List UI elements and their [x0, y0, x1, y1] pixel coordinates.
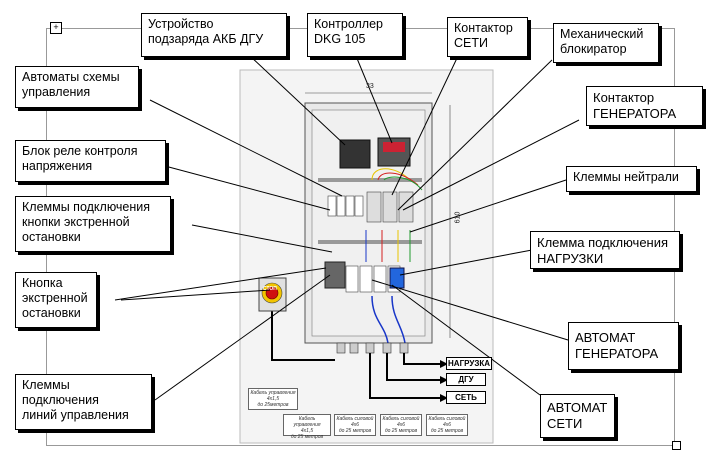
din-rail-middle	[318, 240, 422, 244]
move-handle-icon[interactable]: +	[50, 22, 62, 34]
left-terminal-strip	[324, 261, 346, 289]
internal-wiring	[365, 168, 423, 344]
output-load-box: НАГРУЗКА	[446, 357, 492, 370]
cable-label-power-1: Кабель силовой 4х6 до 25 метров	[334, 414, 376, 436]
label-contactor-net: Контактор СЕТИ	[447, 17, 528, 57]
contactor-group	[366, 191, 414, 223]
cable-glands	[336, 342, 409, 354]
label-estop-button: Кнопка экстренной остановки	[15, 272, 97, 328]
label-neutral-terminals: Клеммы нейтрали	[566, 166, 697, 192]
cable-label-control-2: Кабель управления 4х1,5 до 25 метров	[283, 414, 331, 440]
cable-label-power-2: Кабель силовой 4х6 до 25 метров	[380, 414, 422, 436]
label-load-terminal: Клемма подключения НАГРУЗКИ	[530, 231, 680, 269]
din-rail-top	[318, 178, 422, 182]
label-controller: Контроллер DKG 105	[307, 13, 403, 57]
resize-handle-icon[interactable]	[672, 441, 681, 450]
label-charger: Устройство подзаряда АКБ ДГУ	[141, 13, 287, 57]
output-dgu-box: ДГУ	[446, 373, 486, 386]
cable-label-power-3: Кабель силовой 4х6 до 25 метров	[426, 414, 468, 436]
label-contactor-generator: Контактор ГЕНЕРАТОРА	[586, 86, 703, 126]
external-cables	[271, 310, 440, 399]
dimension-width-text: 33	[366, 83, 374, 90]
label-control-line-terminals: Клеммы подключения линий управления	[15, 374, 152, 430]
cable-arrowheads	[440, 360, 448, 402]
controller-display	[383, 142, 405, 152]
control-breaker-group	[327, 195, 364, 217]
leader-lines	[114, 55, 580, 401]
label-mechanical-blocker: Механический блокиратор	[553, 23, 659, 63]
cable-label-control-1: Кабель управления 4х1,5 до 25метров	[248, 388, 298, 410]
output-net-box: СЕТЬ	[446, 391, 486, 404]
estop-text: СТОП	[263, 286, 277, 292]
label-generator-breaker: АВТОМАТ ГЕНЕРАТОРА	[568, 322, 679, 370]
label-estop-terminals: Клеммы подключения кнопки экстренной ост…	[15, 196, 171, 252]
label-relay-block: Блок реле контроля напряжения	[15, 140, 166, 182]
dimension-height-text: 610	[454, 211, 462, 224]
label-net-breaker: АВТОМАТ СЕТИ	[540, 394, 615, 438]
label-control-breakers: Автоматы схемы управления	[15, 66, 139, 108]
